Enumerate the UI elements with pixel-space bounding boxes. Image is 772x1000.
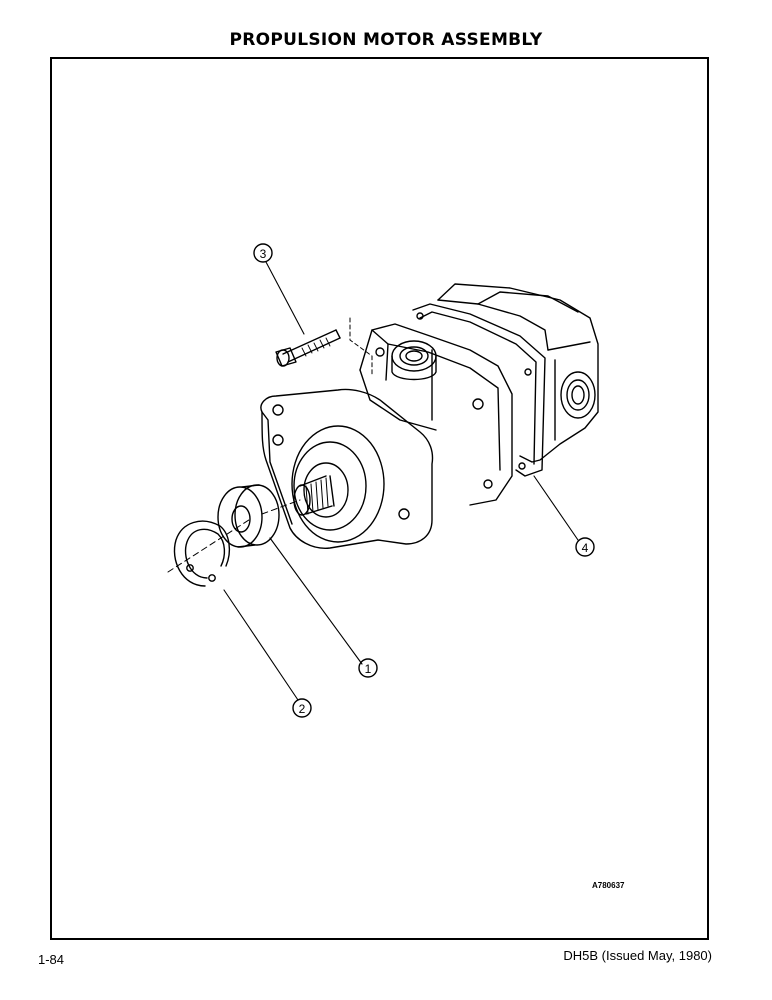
cap-screw [275,317,373,377]
leader-line-2 [223,589,299,701]
retainer [217,484,280,548]
assembly-centerline-2 [261,499,301,515]
callout-4: 4 [582,541,589,555]
page-number: 1-84 [38,952,65,967]
callout-circle-2 [292,698,312,718]
leader-line-4 [533,475,579,541]
callout-2: 2 [299,702,306,716]
leader-line-1 [269,537,363,665]
drawing-code: A780637 [592,881,625,890]
mounting-flange [260,388,434,549]
document-id: DH5B (Issued May, 1980) [563,948,712,963]
callout-1: 1 [365,662,372,676]
callout-circle-1 [358,658,378,678]
splined-shaft [293,475,335,516]
callout-3: 3 [260,247,267,261]
diagram-frame [50,57,709,940]
callout-circle-3 [253,243,273,263]
page-title: PROPULSION MOTOR ASSEMBLY [229,30,543,50]
motor-body [359,323,513,506]
assembly-centerline [167,517,253,573]
gasket [412,303,546,477]
rear-port-housing [437,283,599,463]
callout-circle-4 [575,537,595,557]
leader-line-3 [265,261,305,335]
snap-ring [173,520,231,587]
